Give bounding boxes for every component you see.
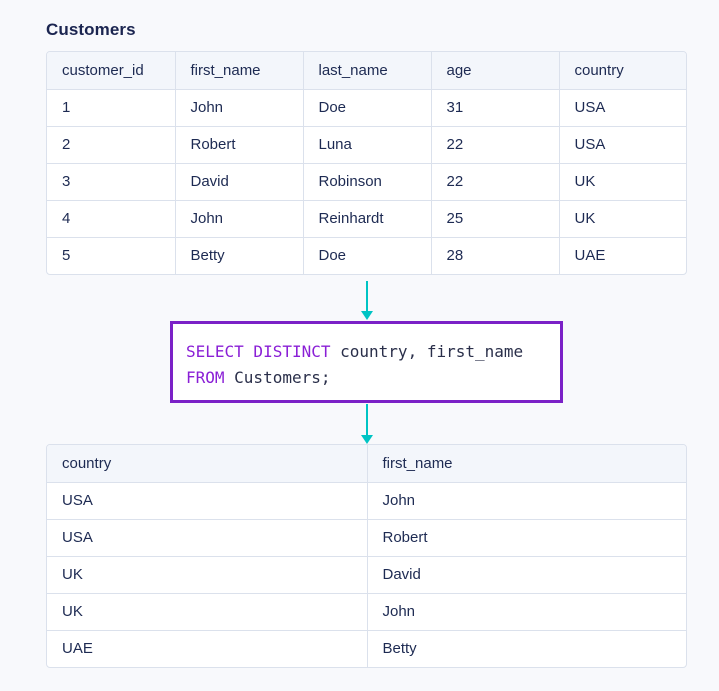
table-cell: UK xyxy=(47,556,368,594)
table-row: 4 John Reinhardt 25 UK xyxy=(47,200,686,238)
table-cell: 25 xyxy=(431,200,560,238)
table-row: USA Robert xyxy=(47,519,686,557)
sql-keyword: SELECT DISTINCT xyxy=(186,342,331,361)
table-cell: Reinhardt xyxy=(303,200,432,238)
arrow-down-icon xyxy=(359,281,375,320)
sql-keyword: FROM xyxy=(186,368,225,387)
table-row: 5 Betty Doe 28 UAE xyxy=(47,237,686,274)
table-cell: John xyxy=(367,593,686,631)
table-cell: 22 xyxy=(431,126,560,164)
table-row: 2 Robert Luna 22 USA xyxy=(47,126,686,164)
table-cell: 28 xyxy=(431,237,560,274)
table-cell: John xyxy=(175,89,304,127)
table-cell: David xyxy=(367,556,686,594)
table-cell: Betty xyxy=(382,640,417,658)
column-header-country: country xyxy=(47,445,368,483)
table-row: 3 David Robinson 22 UK xyxy=(47,163,686,201)
column-header-customer-id: customer_id xyxy=(47,52,176,90)
table-row: USA John xyxy=(47,482,686,520)
customers-table: customer_id first_name last_name age cou… xyxy=(46,51,687,275)
column-header-country: country xyxy=(559,52,686,90)
column-header-last-name: last_name xyxy=(303,52,432,90)
customers-header-row: customer_id first_name last_name age cou… xyxy=(47,52,686,90)
table-cell: Doe xyxy=(303,237,432,274)
table-cell: UAE xyxy=(47,630,368,667)
arrow-shaft xyxy=(366,281,368,312)
arrow-shaft xyxy=(366,404,368,436)
table-cell: David xyxy=(175,163,304,201)
query-line-2: FROM Customers; xyxy=(186,365,560,391)
table-cell: 4 xyxy=(47,200,176,238)
table-cell: USA xyxy=(47,482,368,520)
source-table-title: Customers xyxy=(46,20,136,39)
table-cell: Luna xyxy=(303,126,432,164)
table-cell: John xyxy=(367,482,686,520)
sql-text: country, first_name xyxy=(330,342,524,361)
table-cell: Betty xyxy=(175,237,304,274)
column-header-first-name: first_name xyxy=(175,52,304,90)
column-header-age: age xyxy=(431,52,560,90)
table-cell: USA xyxy=(559,126,686,164)
table-cell: John xyxy=(175,200,304,238)
table-row: UAE Betty xyxy=(47,630,686,667)
table-cell: 5 xyxy=(47,237,176,274)
sql-query-box: SELECT DISTINCT country, first_name FROM… xyxy=(170,321,563,403)
table-cell: UK xyxy=(559,200,686,238)
column-header-first-name: first_name xyxy=(367,445,686,483)
table-cell: 2 xyxy=(47,126,176,164)
table-cell: 3 xyxy=(47,163,176,201)
table-cell: UK xyxy=(559,163,686,201)
table-row: UK David xyxy=(47,556,686,594)
table-cell: Doe xyxy=(303,89,432,127)
sql-text: Customers; xyxy=(224,368,331,387)
table-cell: UK xyxy=(47,593,368,631)
table-cell: 31 xyxy=(431,89,560,127)
table-row: UK John xyxy=(47,593,686,631)
table-cell: UAE xyxy=(574,247,606,265)
result-header-row: country first_name xyxy=(47,445,686,483)
table-row: 1 John Doe 31 USA xyxy=(47,89,686,127)
table-cell: 1 xyxy=(47,89,176,127)
table-cell: 22 xyxy=(431,163,560,201)
result-table: country first_name USA John USA Robert U… xyxy=(46,444,687,668)
table-cell: USA xyxy=(559,89,686,127)
table-cell: USA xyxy=(47,519,368,557)
arrow-head xyxy=(361,311,373,320)
table-cell: Robert xyxy=(367,519,686,557)
table-cell: Robinson xyxy=(303,163,432,201)
query-line-1: SELECT DISTINCT country, first_name xyxy=(186,339,560,365)
arrow-head xyxy=(361,435,373,444)
arrow-down-icon xyxy=(359,404,375,444)
table-cell: Robert xyxy=(175,126,304,164)
